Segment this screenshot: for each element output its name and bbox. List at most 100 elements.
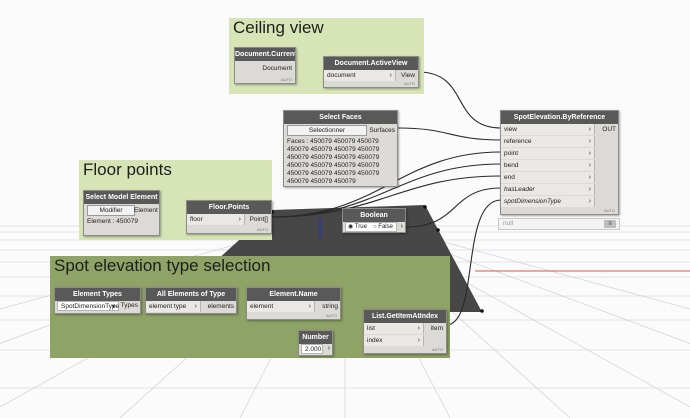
group-title: Floor points <box>83 160 172 179</box>
faces-line: Faces : 450079 450079 450079 <box>287 138 379 145</box>
port-label: hasLeader <box>504 186 535 193</box>
faces-line: 450079 450079 450079 <box>287 178 356 185</box>
chevron-right-icon: › <box>588 126 591 133</box>
faces-line: 450079 450079 450079 450079 <box>287 154 380 161</box>
true-label: True <box>354 224 367 230</box>
true-radio[interactable]: ◉ True <box>348 223 367 231</box>
node-document-activeview[interactable]: Document.ActiveView document › View AUTO <box>323 56 419 88</box>
node-all-elements-of-type[interactable]: All Elements of Type element type › elem… <box>145 287 237 314</box>
input-port-reference[interactable]: reference › <box>501 136 595 147</box>
pin-icon[interactable]: ≡ <box>604 220 616 228</box>
output-port-string[interactable]: string <box>315 301 341 312</box>
chevron-right-icon: › <box>588 174 591 181</box>
output-port-element[interactable]: Element <box>134 205 160 216</box>
chevron-right-icon: › <box>194 303 197 310</box>
chevron-right-icon: › <box>308 303 311 310</box>
radio-empty-icon: ○ <box>373 224 377 230</box>
port-label: reference <box>504 138 532 145</box>
port-label: list <box>367 325 375 332</box>
false-label: False <box>378 224 393 230</box>
port-label: end <box>504 174 515 181</box>
port-label: index <box>367 337 383 344</box>
element-types-dropdown[interactable]: SpotDimensionType ▼ <box>57 301 119 311</box>
node-element-name[interactable]: Element.Name element › string AUTO <box>246 287 341 320</box>
port-label: element <box>250 303 274 310</box>
chevron-right-icon: › <box>588 186 591 193</box>
chevron-right-icon: › <box>238 216 241 223</box>
chevron-right-icon: › <box>588 198 591 205</box>
selectionner-button[interactable]: Selectionner <box>287 125 367 136</box>
input-port-floor[interactable]: floor › <box>187 214 245 225</box>
node-title: List.GetItemAtIndex <box>364 310 446 323</box>
input-port-element-type[interactable]: element type › <box>146 301 201 312</box>
node-title: Floor.Points <box>187 201 271 214</box>
output-port-elements[interactable]: elements <box>201 301 237 312</box>
output-port-points[interactable]: Point[] <box>245 214 271 225</box>
preview-value: null <box>503 220 514 227</box>
group-title: Ceiling view <box>233 18 324 37</box>
output-port-boolean[interactable]: › <box>397 221 406 232</box>
node-select-faces[interactable]: Select Faces Selectionner Surfaces Faces… <box>283 110 398 187</box>
port-label: View <box>401 72 415 79</box>
input-port-point[interactable]: point › <box>501 148 595 159</box>
chevron-right-icon: › <box>417 325 420 332</box>
auto-tag: AUTO <box>431 347 443 352</box>
input-port-end[interactable]: end › <box>501 172 595 183</box>
port-label: spotDimensionType <box>504 198 561 205</box>
node-title: Document.Current <box>235 48 295 61</box>
faces-line: 450079 450079 450079 450079 <box>287 170 380 177</box>
node-select-model-element[interactable]: Select Model Element Modifier Element El… <box>83 190 160 236</box>
node-element-types[interactable]: Element Types SpotDimensionType ▼ Types <box>54 287 141 314</box>
input-port-element[interactable]: element › <box>247 301 315 312</box>
auto-tag: AUTO <box>403 81 415 86</box>
input-port-view[interactable]: view › <box>501 124 595 135</box>
port-label: Element <box>134 207 158 214</box>
chevron-right-icon: › <box>417 337 420 344</box>
output-port-types[interactable]: Types <box>119 300 141 311</box>
auto-tag: AUTO <box>603 208 615 213</box>
output-port-number[interactable]: › <box>323 343 333 354</box>
input-port-index[interactable]: index › <box>364 335 424 346</box>
input-port-hasleader[interactable]: hasLeader › <box>501 184 595 195</box>
node-title: Document.ActiveView <box>324 57 418 70</box>
input-port-spotdimensiontype[interactable]: spotDimensionType › <box>501 196 595 207</box>
modifier-button[interactable]: Modifier <box>87 205 135 216</box>
chevron-right-icon: › <box>400 223 403 230</box>
input-port-list[interactable]: list › <box>364 323 424 334</box>
chevron-right-icon: › <box>389 72 392 79</box>
input-port-document[interactable]: document › <box>324 70 396 81</box>
output-port-view[interactable]: View <box>396 70 418 81</box>
output-port-item[interactable]: item <box>424 323 446 334</box>
port-label: Types <box>120 302 138 309</box>
node-title: SpotElevation.ByReference <box>501 111 618 124</box>
node-title: Element.Name <box>247 288 340 301</box>
chevron-right-icon: › <box>588 150 591 157</box>
output-port-out[interactable]: OUT <box>595 124 619 135</box>
chevron-right-icon: › <box>588 138 591 145</box>
output-port-surfaces[interactable]: Surfaces <box>368 125 398 136</box>
chevron-down-icon: ▼ <box>111 304 116 310</box>
node-list-getitematindex[interactable]: List.GetItemAtIndex list › index › item … <box>363 309 447 354</box>
dropdown-value: SpotDimensionType <box>61 303 120 310</box>
port-label: document <box>327 72 356 79</box>
input-port-bend[interactable]: bend › <box>501 160 595 171</box>
node-title: All Elements of Type <box>146 288 236 301</box>
node-document-current[interactable]: Document.Current Document AUTO <box>234 47 296 84</box>
node-boolean[interactable]: Boolean ◉ True ○ False › <box>342 208 406 233</box>
port-label: Surfaces <box>369 127 395 134</box>
port-label: bend <box>504 162 519 169</box>
port-label: floor <box>190 216 203 223</box>
number-input[interactable]: 2.000 <box>301 344 323 354</box>
faces-preview: Faces : 450079 450079 450079 450079 4500… <box>287 138 397 186</box>
node-floor-points[interactable]: Floor.Points floor › Point[] AUTO <box>186 200 272 234</box>
false-radio[interactable]: ○ False <box>373 223 393 231</box>
output-port-document[interactable]: Document <box>235 63 295 74</box>
spotelevation-preview-bubble[interactable]: null ≡ <box>498 218 620 230</box>
element-preview: Element : 450079 <box>87 218 138 225</box>
auto-tag: AUTO <box>325 313 337 318</box>
faces-line: 450079 450079 450079 450079 <box>287 162 380 169</box>
node-spotelevation-byreference[interactable]: SpotElevation.ByReference view › referen… <box>500 110 619 215</box>
node-number[interactable]: Number 2.000 › <box>298 330 333 356</box>
port-label: elements <box>207 303 234 310</box>
